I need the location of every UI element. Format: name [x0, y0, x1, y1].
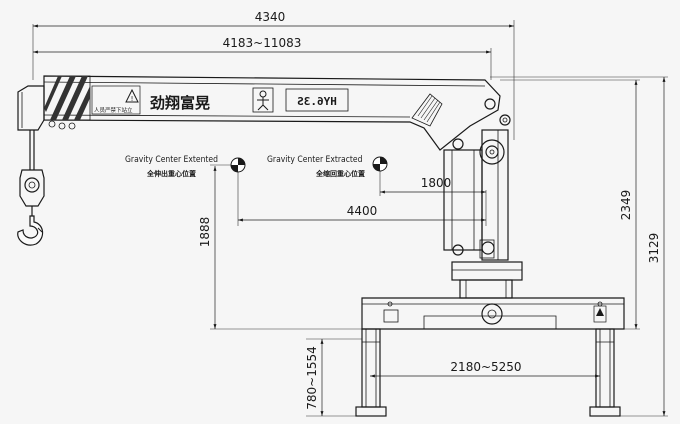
hook-assembly	[17, 130, 45, 246]
warning-text: 人员严禁下站立	[94, 106, 133, 114]
dim-text-4400: 4400	[347, 204, 378, 218]
dim-text-outrigger-height: 780~1554	[305, 346, 319, 410]
model-text-group: HY6.3S	[285, 88, 349, 112]
angle-indicator	[411, 93, 443, 127]
cg-extended-icon	[230, 157, 246, 173]
dim-1800: 1800	[379, 170, 486, 196]
dim-right-heights: 2349 3129	[490, 76, 668, 417]
label-gravity-extended-cn: 全伸出重心位置	[146, 169, 196, 178]
outrigger-left	[355, 328, 387, 417]
brand-text: 劲翔富晃	[150, 94, 210, 112]
outrigger-right	[589, 328, 621, 417]
dim-4400: 4400	[237, 170, 487, 226]
dim-boom-range: 4183~11083	[33, 36, 492, 80]
crane-column	[443, 129, 523, 299]
dim-text-outrigger-span: 2180~5250	[450, 360, 521, 374]
svg-text:!: !	[131, 95, 134, 103]
dim-outrigger-span: 2180~5250	[370, 360, 600, 378]
gravity-center-extended: Gravity Center Extented 全伸出重心位置	[125, 155, 246, 178]
model-text: HY6.3S	[297, 95, 337, 108]
dim-1888: 1888	[198, 164, 370, 330]
dim-text-1888: 1888	[198, 217, 212, 248]
dim-overall-length: 4340	[32, 10, 515, 140]
dim-text-4340: 4340	[255, 10, 286, 24]
person-icon	[252, 87, 274, 113]
dim-text-1800: 1800	[421, 176, 452, 190]
cg-extracted-icon	[372, 156, 388, 172]
warning-stripes	[43, 75, 91, 121]
label-gravity-extended: Gravity Center Extented	[125, 155, 218, 165]
dim-text-3129: 3129	[647, 233, 661, 264]
dim-text-boom-range: 4183~11083	[223, 36, 302, 50]
crane-boom: ! 人员严禁下站立 劲翔富晃 HY6.3S	[17, 75, 511, 151]
dim-text-2349: 2349	[619, 190, 633, 221]
label-gravity-extracted: Gravity Center Extracted	[267, 155, 363, 165]
warning-label: ! 人员严禁下站立	[91, 85, 141, 115]
dim-outrigger-height: 780~1554	[305, 338, 362, 417]
base-frame	[361, 297, 625, 330]
label-gravity-extracted-cn: 全缩回重心位置	[315, 169, 365, 178]
gravity-center-extracted: Gravity Center Extracted 全缩回重心位置	[267, 155, 388, 178]
